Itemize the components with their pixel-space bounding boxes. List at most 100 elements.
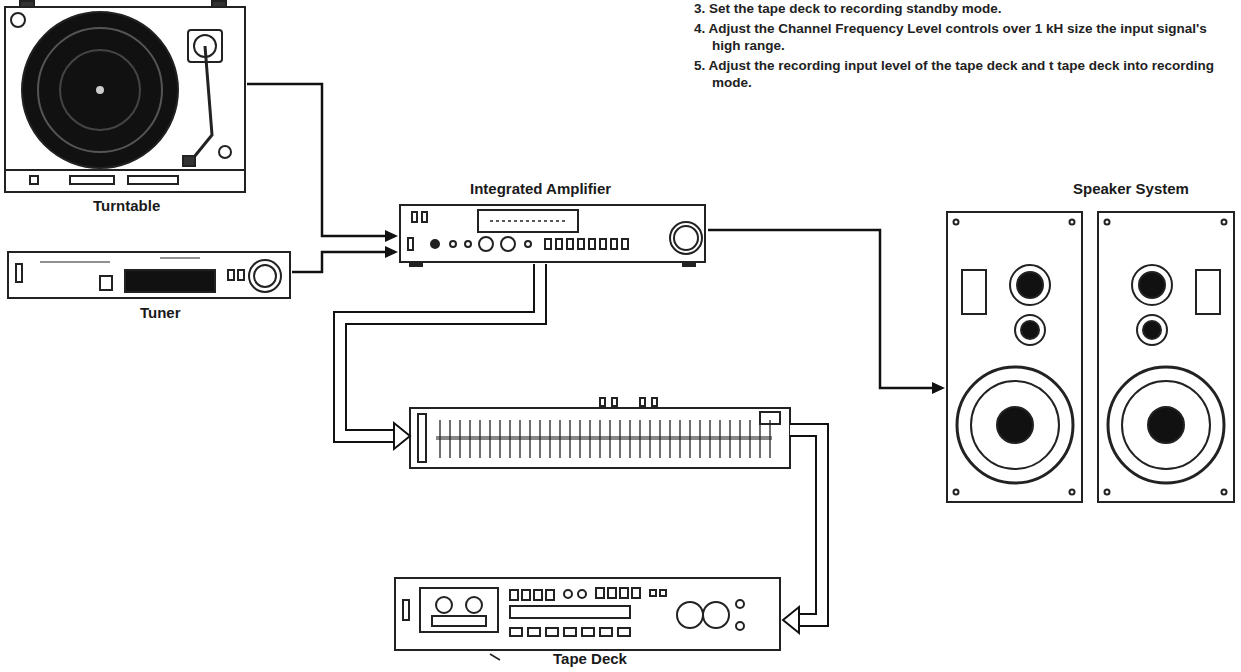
drawing-part [408, 238, 413, 250]
drawing-part [183, 156, 195, 166]
drawing-part [954, 220, 959, 225]
hollow-arrowhead [394, 423, 410, 449]
drawing-part [1070, 490, 1075, 495]
drawing-part [947, 212, 1082, 502]
cable-inner [340, 264, 540, 436]
drawing-part [589, 239, 595, 249]
drawing-part [410, 408, 790, 468]
drawing-part [759, 420, 760, 458]
drawing-part [8, 252, 290, 298]
drawing-part [649, 420, 650, 458]
drawing-part [449, 420, 450, 458]
device-label: Speaker System [1073, 180, 1189, 198]
tuner-unit: Tuner [8, 250, 292, 322]
drawing-part [125, 270, 215, 292]
drawing-part [510, 590, 518, 600]
drawing-part [439, 420, 440, 458]
drawing-part [545, 239, 551, 249]
arrowhead [932, 382, 945, 394]
drawing-part [534, 590, 542, 600]
drawing-part [479, 237, 493, 251]
drawing-part [469, 420, 470, 458]
drawing-part [579, 420, 580, 458]
drawing-part [546, 590, 554, 600]
drawing-part [589, 420, 590, 458]
drawing-part [760, 412, 780, 424]
drawing-part [479, 420, 480, 458]
drawing-part [622, 239, 628, 249]
connector-line [247, 84, 388, 236]
drawing-part [609, 420, 610, 458]
drawing-part [528, 628, 540, 636]
drawing-part [612, 398, 617, 406]
drawing-part [249, 260, 281, 292]
drawing-part [600, 628, 612, 636]
drawing-part [640, 398, 645, 406]
drawing-part [254, 265, 276, 287]
drawing-part [436, 597, 452, 613]
device-label: Turntable [93, 197, 160, 215]
drawing-part [490, 654, 500, 660]
drawing-part [1105, 220, 1110, 225]
arrowhead [385, 230, 398, 242]
drawing-part [238, 270, 244, 280]
drawing-part [400, 205, 705, 262]
cable-outline [340, 264, 540, 436]
drawing-part [639, 420, 640, 458]
drawing-part [1137, 315, 1167, 345]
drawing-part [1132, 265, 1172, 305]
drawing-part [683, 262, 695, 266]
drawing-part [650, 590, 656, 596]
drawing-part [677, 602, 703, 628]
drawing-part [611, 239, 617, 249]
drawing-part [769, 420, 770, 458]
instruction-step: 5. Adjust the recording input level of t… [694, 57, 1234, 91]
drawing-part [459, 420, 460, 458]
drawing-part [100, 276, 112, 290]
drawing-part [22, 12, 178, 168]
turntable-unit: Turntable [5, 5, 247, 215]
drawing-part [1222, 490, 1227, 495]
drawing-part [582, 628, 594, 636]
amplifier-unit: Integrated Amplifier [398, 180, 708, 264]
drawing-part [559, 420, 560, 458]
speaker-unit: Speaker System [945, 180, 1236, 504]
drawing-part [739, 420, 740, 458]
drawing-part [1017, 272, 1043, 298]
signal-cable-arrow [340, 264, 540, 449]
drawing-part [660, 590, 666, 596]
drawing-part [509, 420, 510, 458]
drawing-part [546, 628, 558, 636]
connector-line [708, 230, 935, 388]
drawing-part [5, 7, 245, 192]
turntable-drawing [5, 1, 245, 192]
drawing-part [629, 420, 630, 458]
drawing-part [539, 420, 540, 458]
drawing-part [525, 241, 531, 247]
drawing-part [436, 436, 772, 440]
drawing-part [519, 420, 520, 458]
drawing-part [549, 420, 550, 458]
connection-arrow [247, 84, 398, 242]
drawing-part [674, 226, 698, 250]
drawing-part [1015, 315, 1045, 345]
drawing-part [652, 398, 657, 406]
drawing-part [529, 420, 530, 458]
drawing-part [499, 420, 500, 458]
drawing-part [1143, 321, 1161, 339]
device-label: Integrated Amplifier [470, 180, 611, 198]
connection-arrow [708, 230, 945, 394]
drawing-part [501, 237, 515, 251]
drawing-part [997, 407, 1033, 443]
drawing-part [719, 420, 720, 458]
amplifier-drawing [400, 205, 705, 266]
drawing-part [465, 241, 471, 247]
drawing-part [510, 606, 630, 618]
drawing-part [1021, 321, 1039, 339]
drawing-part [620, 588, 628, 598]
drawing-part [564, 628, 576, 636]
drawing-part [11, 13, 25, 27]
drawing-part [957, 367, 1073, 483]
drawing-part [40, 262, 110, 263]
drawing-part [1139, 272, 1165, 298]
